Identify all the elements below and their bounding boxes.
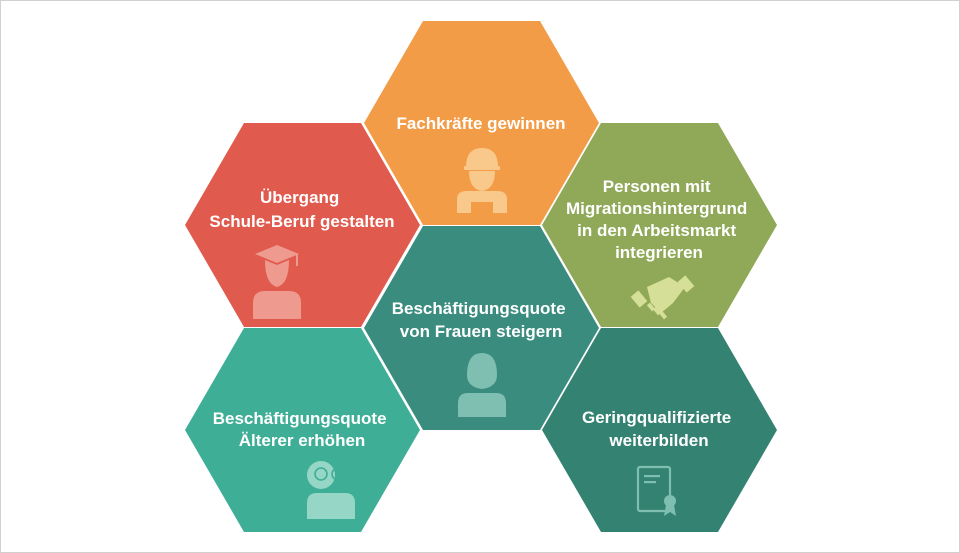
hex-label-frauen: Beschäftigungsquote von Frauen steigern xyxy=(392,299,571,341)
worker-icon xyxy=(457,148,507,213)
handshake-icon xyxy=(630,275,695,320)
hex-aeltere: Beschäftigungsquote Älterer erhöhen xyxy=(185,328,420,532)
woman-icon xyxy=(458,353,506,417)
hex-label-gering: Geringqualifizierte weiterbilden xyxy=(582,408,736,450)
hex-label-aeltere: Beschäftigungsquote Älterer erhöhen xyxy=(213,409,392,450)
hex-label-uebergang: Übergang Schule-Beruf gestalten xyxy=(209,188,394,231)
hex-shape-uebergang xyxy=(185,123,420,327)
hex-shape-aeltere xyxy=(185,328,420,532)
hex-shape-fachkraefte xyxy=(364,21,599,225)
hex-label-fachkraefte: Fachkräfte gewinnen xyxy=(396,114,565,133)
certificate-icon xyxy=(636,465,676,516)
hex-label-migration: Personen mit Migrationshintergrund in de… xyxy=(566,177,752,262)
hex-shape-frauen xyxy=(364,226,599,430)
hex-shape-gering xyxy=(542,328,777,532)
hex-migration: Personen mit Migrationshintergrund in de… xyxy=(542,123,777,327)
hex-uebergang: Übergang Schule-Beruf gestalten xyxy=(185,123,420,327)
elderly-man-icon xyxy=(307,461,355,519)
hex-fachkraefte: Fachkräfte gewinnen xyxy=(364,21,599,225)
hex-shape-migration xyxy=(542,123,777,327)
hex-frauen: Beschäftigungsquote von Frauen steigern xyxy=(364,226,599,430)
graduate-icon xyxy=(253,245,301,319)
hex-gering: Geringqualifizierte weiterbilden xyxy=(542,328,777,532)
